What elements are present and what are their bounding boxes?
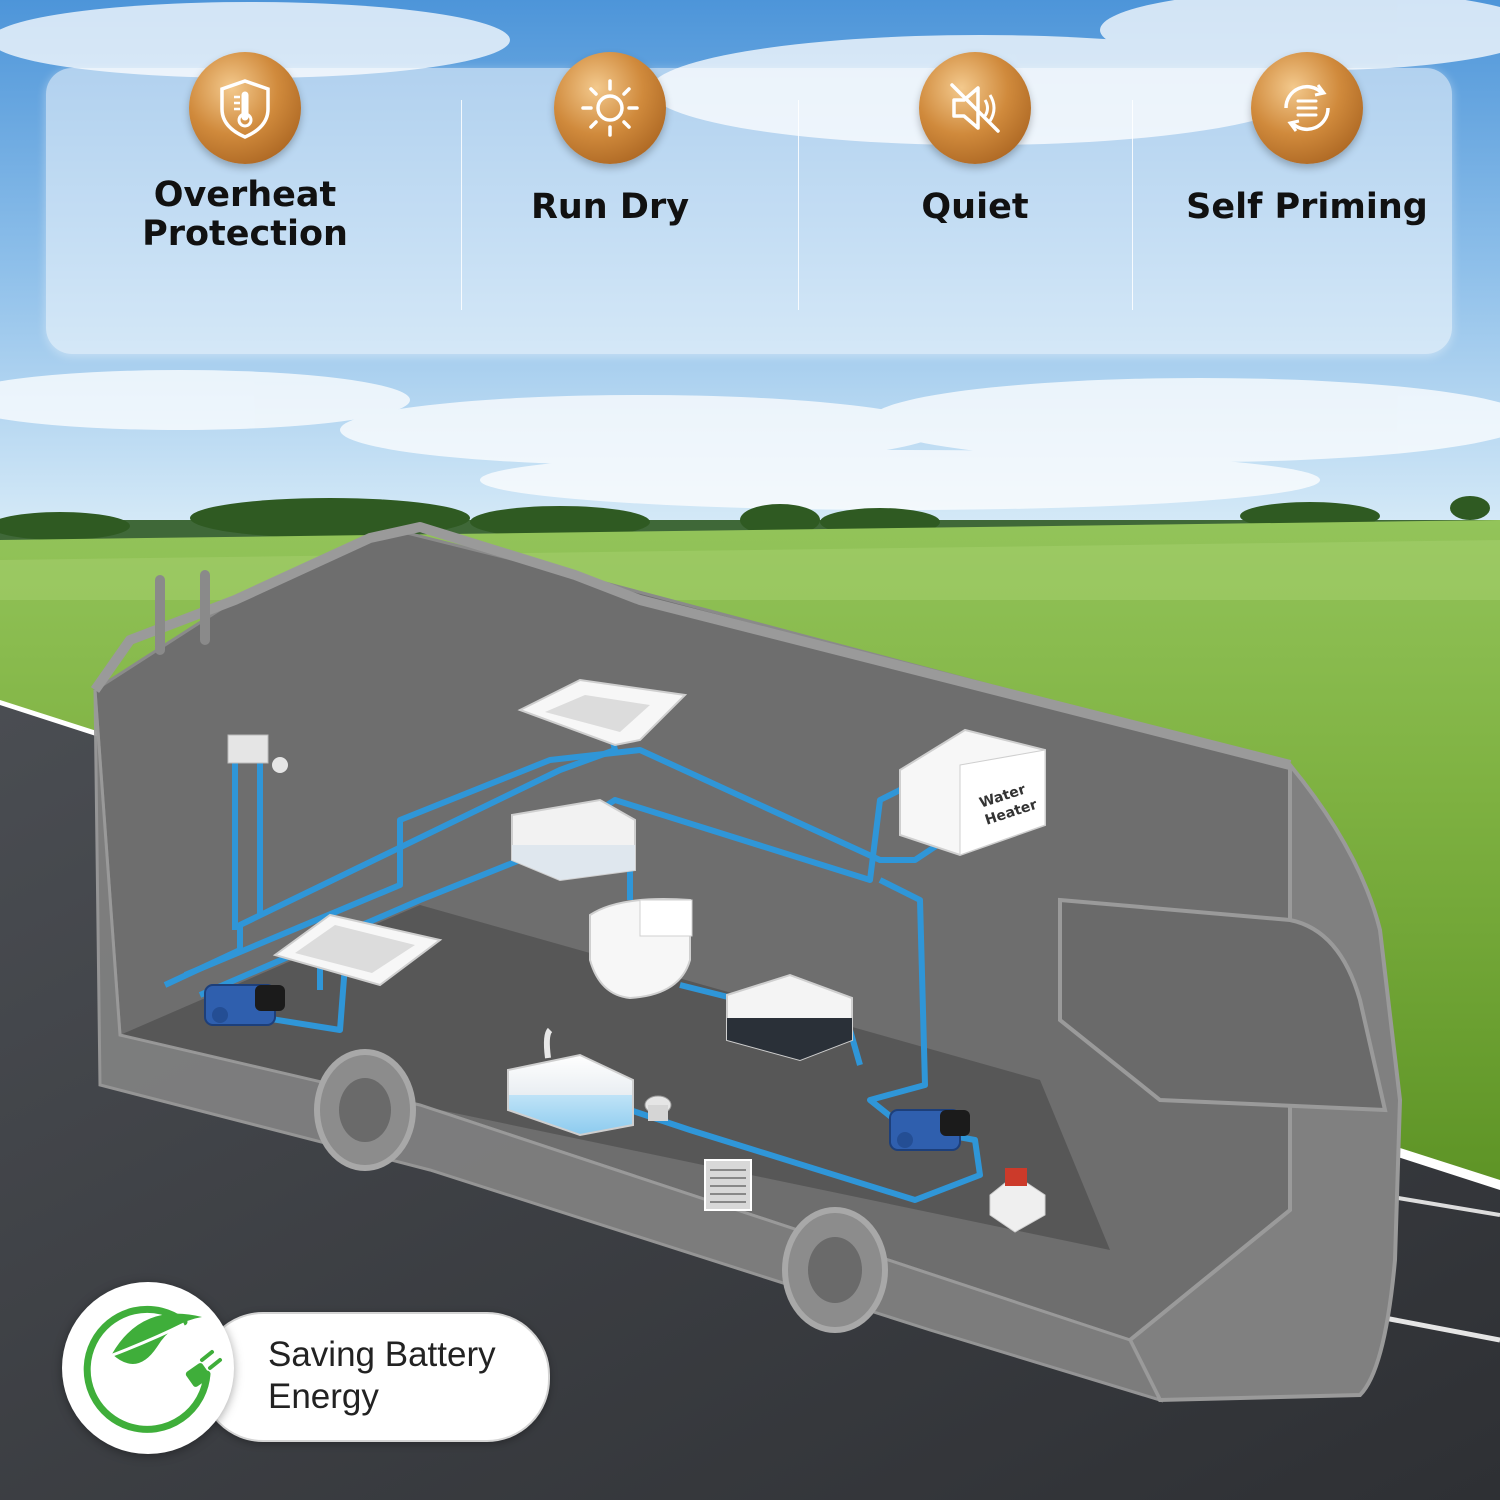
- pump-rear: [204, 984, 285, 1026]
- water-heater: [899, 728, 1046, 857]
- circular-arrows-icon: [1251, 52, 1363, 164]
- inlet-fitting: [989, 1168, 1046, 1233]
- black-tank: [726, 973, 853, 1062]
- rear-wheel: [314, 1049, 416, 1171]
- feature-label: Self Priming: [1186, 187, 1428, 227]
- energy-badge: Saving Battery Energy: [200, 1312, 550, 1442]
- feature-self-priming: Self Priming: [1142, 52, 1472, 262]
- leaf-plug-icon: [62, 1282, 234, 1454]
- water-pipes: [163, 729, 983, 1203]
- feature-run-dry: Run Dry: [445, 52, 775, 262]
- feature-quiet: Quiet: [810, 52, 1140, 262]
- feature-overheat-protection: Overheat Protection: [80, 52, 410, 262]
- toilet: [589, 898, 693, 1000]
- bathroom-sink: [272, 913, 443, 987]
- kitchen-sink-upper: [517, 678, 688, 747]
- side-vent: [704, 1159, 752, 1211]
- grey-tank: [511, 798, 636, 882]
- panel-divider: [1132, 100, 1133, 310]
- strainer: [644, 1095, 672, 1121]
- feature-label: Quiet: [921, 187, 1029, 227]
- thermometer-shield-icon: [189, 52, 301, 164]
- panel-divider: [798, 100, 799, 310]
- shower-fixture: [227, 734, 288, 773]
- energy-badge-line2: Energy: [268, 1377, 379, 1416]
- water-heater-label: Water Heater: [978, 782, 1040, 829]
- clouds: [0, 0, 1500, 510]
- pump-front: [889, 1109, 970, 1151]
- feature-label: Protection: [142, 214, 348, 254]
- mute-speaker-icon: [919, 52, 1031, 164]
- feature-label: Run Dry: [530, 187, 690, 227]
- fresh-water-tank: [507, 1027, 634, 1137]
- sun-icon: [554, 52, 666, 164]
- energy-badge-line1: Saving Battery: [268, 1335, 496, 1374]
- panel-divider: [461, 100, 462, 310]
- feature-label: Overheat: [153, 175, 337, 215]
- front-wheel: [782, 1207, 888, 1333]
